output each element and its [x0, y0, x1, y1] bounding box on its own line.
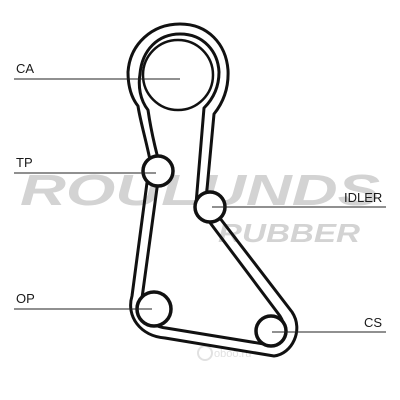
label-idler: IDLER — [344, 190, 383, 205]
watermark-sub: RUBBER — [218, 218, 360, 248]
label-ca: CA — [16, 61, 35, 76]
label-cs: CS — [364, 315, 383, 330]
label-op: OP — [16, 291, 35, 306]
leader-lines — [14, 78, 386, 333]
pulley-cs — [254, 314, 288, 348]
pulley-tp — [141, 154, 175, 188]
belt-outer-edge — [126, 22, 299, 358]
pulleys — [135, 38, 288, 348]
pulley-ca — [141, 38, 215, 112]
label-tp: TP — [16, 155, 33, 170]
